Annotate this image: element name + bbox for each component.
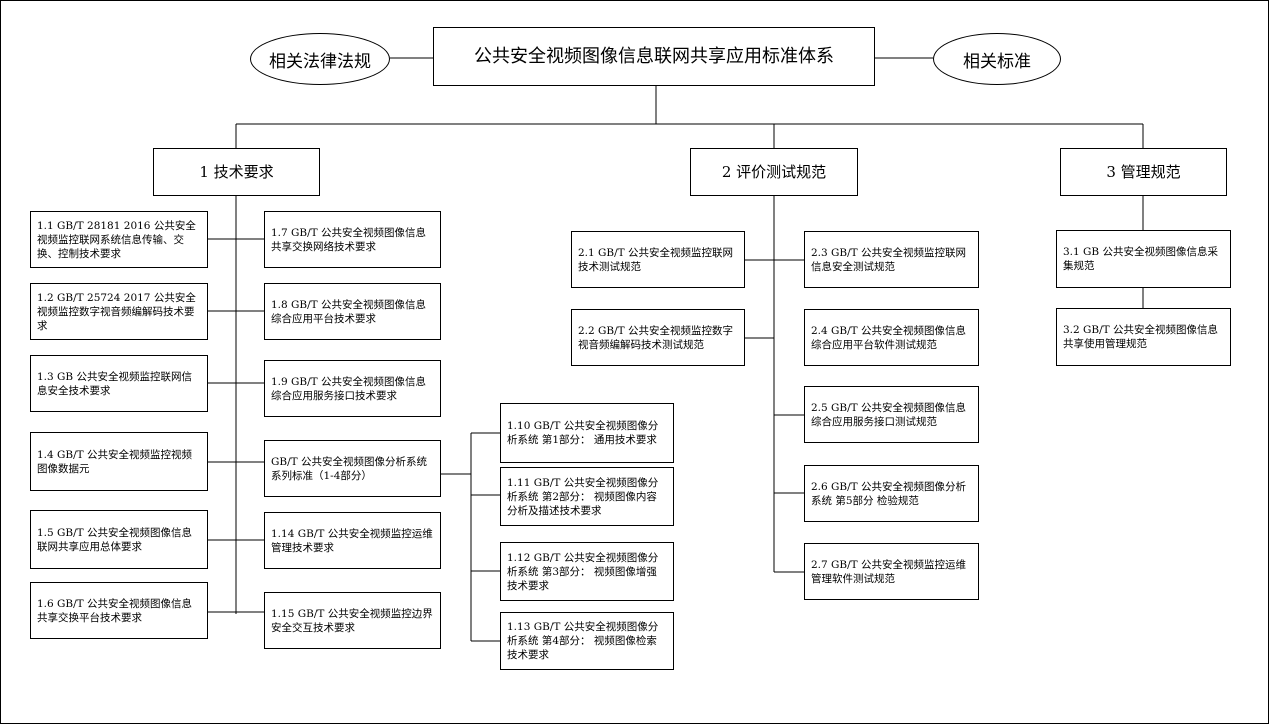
standard-label: 1.5 GB/T 公共安全视频图像信息联网共享应用总体要求	[37, 526, 193, 553]
standard-box: 1.8 GB/T 公共安全视频图像信息综合应用平台技术要求	[264, 283, 441, 340]
standard-box: 1.1 GB/T 28181 2016 公共安全视频监控联网系统信息传输、交换、…	[30, 211, 208, 268]
standard-box: 1.9 GB/T 公共安全视频图像信息综合应用服务接口技术要求	[264, 360, 441, 417]
standard-box: 1.5 GB/T 公共安全视频图像信息联网共享应用总体要求	[30, 510, 208, 569]
category-eval: 2 评价测试规范	[690, 148, 858, 196]
standard-label: 1.6 GB/T 公共安全视频图像信息共享交换平台技术要求	[37, 597, 193, 624]
standard-box: 2.7 GB/T 公共安全视频监控运维管理软件测试规范	[804, 543, 979, 600]
root-node: 公共安全视频图像信息联网共享应用标准体系	[433, 27, 875, 86]
standard-label: 1.7 GB/T 公共安全视频图像信息共享交换网络技术要求	[271, 226, 427, 253]
standard-box: 1.4 GB/T 公共安全视频监控视频图像数据元	[30, 432, 208, 491]
standard-box: 1.14 GB/T 公共安全视频监控运维管理技术要求	[264, 512, 441, 569]
standard-box: 1.10 GB/T 公共安全视频图像分析系统 第1部分： 通用技术要求	[500, 403, 674, 463]
standard-label: 3.1 GB 公共安全视频图像信息采集规范	[1063, 246, 1218, 272]
standard-label: 1.1 GB/T 28181 2016 公共安全视频监控联网系统信息传输、交换、…	[37, 219, 196, 260]
standard-label: 2.6 GB/T 公共安全视频图像分析系统 第5部分 检验规范	[811, 480, 967, 507]
standard-label: 2.2 GB/T 公共安全视频监控数字视音频编解码技术测试规范	[578, 324, 734, 351]
standard-label: 1.2 GB/T 25724 2017 公共安全视频监控数字视音频编解码技术要求	[37, 291, 196, 332]
standard-box: 1.6 GB/T 公共安全视频图像信息共享交换平台技术要求	[30, 582, 208, 639]
standard-box: 2.2 GB/T 公共安全视频监控数字视音频编解码技术测试规范	[571, 309, 745, 366]
standard-box: 2.5 GB/T 公共安全视频图像信息综合应用服务接口测试规范	[804, 386, 979, 443]
category-mgmt-label: 3 管理规范	[1106, 163, 1181, 181]
category-eval-label: 2 评价测试规范	[721, 163, 827, 181]
standard-label: 2.3 GB/T 公共安全视频监控联网信息安全测试规范	[811, 246, 967, 273]
standard-box: 1.7 GB/T 公共安全视频图像信息共享交换网络技术要求	[264, 211, 441, 268]
standard-label: 1.12 GB/T 公共安全视频图像分析系统 第3部分： 视频图像增强技术要求	[507, 551, 659, 592]
standard-box: 2.3 GB/T 公共安全视频监控联网信息安全测试规范	[804, 231, 979, 288]
standard-box: 1.11 GB/T 公共安全视频图像分析系统 第2部分： 视频图像内容分析及描述…	[500, 467, 674, 526]
standard-box: 2.4 GB/T 公共安全视频图像信息综合应用平台软件测试规范	[804, 309, 979, 366]
category-tech-label: 1 技术要求	[199, 163, 274, 181]
standard-box: 1.12 GB/T 公共安全视频图像分析系统 第3部分： 视频图像增强技术要求	[500, 542, 674, 601]
standard-box: 3.1 GB 公共安全视频图像信息采集规范	[1056, 230, 1231, 288]
related-standards-label: 相关标准	[963, 51, 1031, 72]
standard-box: 1.3 GB 公共安全视频监控联网信息安全技术要求	[30, 355, 208, 412]
standard-label: 3.2 GB/T 公共安全视频图像信息共享使用管理规范	[1063, 324, 1219, 350]
standard-box: 1.15 GB/T 公共安全视频监控边界安全交互技术要求	[264, 592, 441, 649]
standard-box: 2.6 GB/T 公共安全视频图像分析系统 第5部分 检验规范	[804, 465, 979, 522]
standard-box: 3.2 GB/T 公共安全视频图像信息共享使用管理规范	[1056, 308, 1231, 366]
category-mgmt: 3 管理规范	[1060, 148, 1227, 196]
standard-label: 1.10 GB/T 公共安全视频图像分析系统 第1部分： 通用技术要求	[507, 420, 659, 446]
standard-label: 2.5 GB/T 公共安全视频图像信息综合应用服务接口测试规范	[811, 401, 967, 428]
category-tech: 1 技术要求	[153, 148, 320, 196]
standard-box: 1.13 GB/T 公共安全视频图像分析系统 第4部分： 视频图像检索技术要求	[500, 612, 674, 670]
standard-label: 1.3 GB 公共安全视频监控联网信息安全技术要求	[37, 370, 192, 397]
related-laws-label: 相关法律法规	[269, 51, 371, 72]
standard-label: 1.8 GB/T 公共安全视频图像信息综合应用平台技术要求	[271, 298, 427, 325]
analysis-series-box: GB/T 公共安全视频图像分析系统系列标准（1-4部分）	[264, 440, 441, 497]
root-title: 公共安全视频图像信息联网共享应用标准体系	[474, 45, 834, 67]
standard-box: 1.2 GB/T 25724 2017 公共安全视频监控数字视音频编解码技术要求	[30, 283, 208, 340]
standard-label: 2.7 GB/T 公共安全视频监控运维管理软件测试规范	[811, 558, 967, 585]
standard-label: 1.13 GB/T 公共安全视频图像分析系统 第4部分： 视频图像检索技术要求	[507, 621, 659, 661]
standard-label: 1.14 GB/T 公共安全视频监控运维管理技术要求	[271, 527, 433, 554]
standard-box: 2.1 GB/T 公共安全视频监控联网技术测试规范	[571, 231, 745, 288]
related-laws-oval: 相关法律法规	[250, 33, 390, 85]
standard-label: 2.4 GB/T 公共安全视频图像信息综合应用平台软件测试规范	[811, 324, 967, 351]
related-standards-oval: 相关标准	[933, 33, 1061, 85]
standard-label: 1.15 GB/T 公共安全视频监控边界安全交互技术要求	[271, 607, 433, 634]
standard-label: 1.11 GB/T 公共安全视频图像分析系统 第2部分： 视频图像内容分析及描述…	[507, 476, 659, 517]
standard-label: 1.4 GB/T 公共安全视频监控视频图像数据元	[37, 448, 193, 475]
standard-label: 1.9 GB/T 公共安全视频图像信息综合应用服务接口技术要求	[271, 375, 427, 402]
standard-label: GB/T 公共安全视频图像分析系统系列标准（1-4部分）	[271, 455, 427, 482]
standard-label: 2.1 GB/T 公共安全视频监控联网技术测试规范	[578, 246, 734, 273]
